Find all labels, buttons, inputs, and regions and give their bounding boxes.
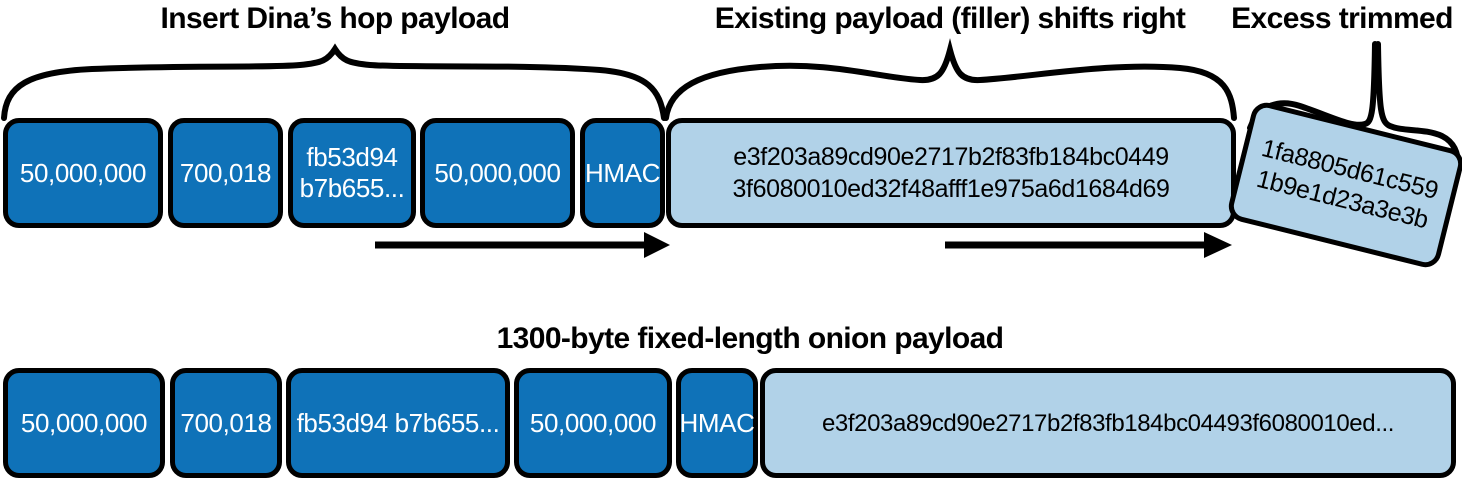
row2-segment-outgoing-cltv-label: 700,018 — [180, 407, 272, 438]
row1-segment-amount-msat-2[interactable]: 50,000,000 — [420, 118, 575, 228]
shift-arrow-left — [375, 232, 670, 258]
row2-segment-filler-payload[interactable]: e3f203a89cd90e2717b2f83fb184bc04493f6080… — [760, 368, 1456, 478]
row2-segment-short-channel-id[interactable]: fb53d94 b7b655... — [286, 368, 510, 478]
row2-segment-hmac[interactable]: HMAC — [676, 368, 758, 478]
row1-segment-outgoing-cltv[interactable]: 700,018 — [168, 118, 283, 228]
callout-label-filler-shifts-right: Existing payload (filler) shifts right — [714, 2, 1186, 35]
row2-title: 1300-byte fixed-length onion payload — [496, 322, 1004, 355]
row1-segment-short-channel-id-label: fb53d94 b7b655... — [299, 142, 405, 203]
row2-segment-amount-msat[interactable]: 50,000,000 — [3, 368, 165, 478]
shift-arrow-right — [945, 232, 1232, 258]
row1-segment-hmac-label: HMAC — [585, 157, 660, 188]
row2-segment-short-channel-id-label: fb53d94 b7b655... — [296, 407, 500, 438]
row1-segment-amount-msat-2-label: 50,000,000 — [434, 157, 561, 188]
row2-segment-amount-msat-2-label: 50,000,000 — [529, 407, 657, 438]
row1-segment-filler-payload-label: e3f203a89cd90e2717b2f83fb184bc0449 3f608… — [732, 143, 1170, 203]
row2-segment-amount-msat-2[interactable]: 50,000,000 — [514, 368, 672, 478]
row2-segment-hmac-label: HMAC — [679, 407, 755, 438]
row1-trimmed-excess-label: 1fa8805d61c559 1b9e1d23a3e3b — [1253, 134, 1441, 235]
callout-label-insert-hop-payload: Insert Dina’s hop payload — [160, 2, 511, 35]
brace-insert-hop-payload — [1, 43, 667, 121]
row1-segment-amount-msat-label: 50,000,000 — [19, 157, 147, 188]
pointer-excess-trimmed-tail — [1375, 41, 1462, 171]
row1-segment-amount-msat[interactable]: 50,000,000 — [3, 118, 163, 228]
row2-segment-amount-msat-label: 50,000,000 — [20, 407, 148, 438]
row2-segment-filler-payload-label: e3f203a89cd90e2717b2f83fb184bc04493f6080… — [821, 409, 1395, 437]
brace-filler-shifts-right — [663, 38, 1237, 121]
row2-segment-outgoing-cltv[interactable]: 700,018 — [170, 368, 282, 478]
row1-segment-short-channel-id[interactable]: fb53d94 b7b655... — [288, 118, 416, 228]
row1-segment-outgoing-cltv-label: 700,018 — [179, 157, 272, 188]
row1-segment-hmac[interactable]: HMAC — [580, 118, 665, 228]
callout-label-excess-trimmed: Excess trimmed — [1231, 2, 1453, 35]
row1-segment-filler-payload[interactable]: e3f203a89cd90e2717b2f83fb184bc0449 3f608… — [666, 118, 1236, 228]
